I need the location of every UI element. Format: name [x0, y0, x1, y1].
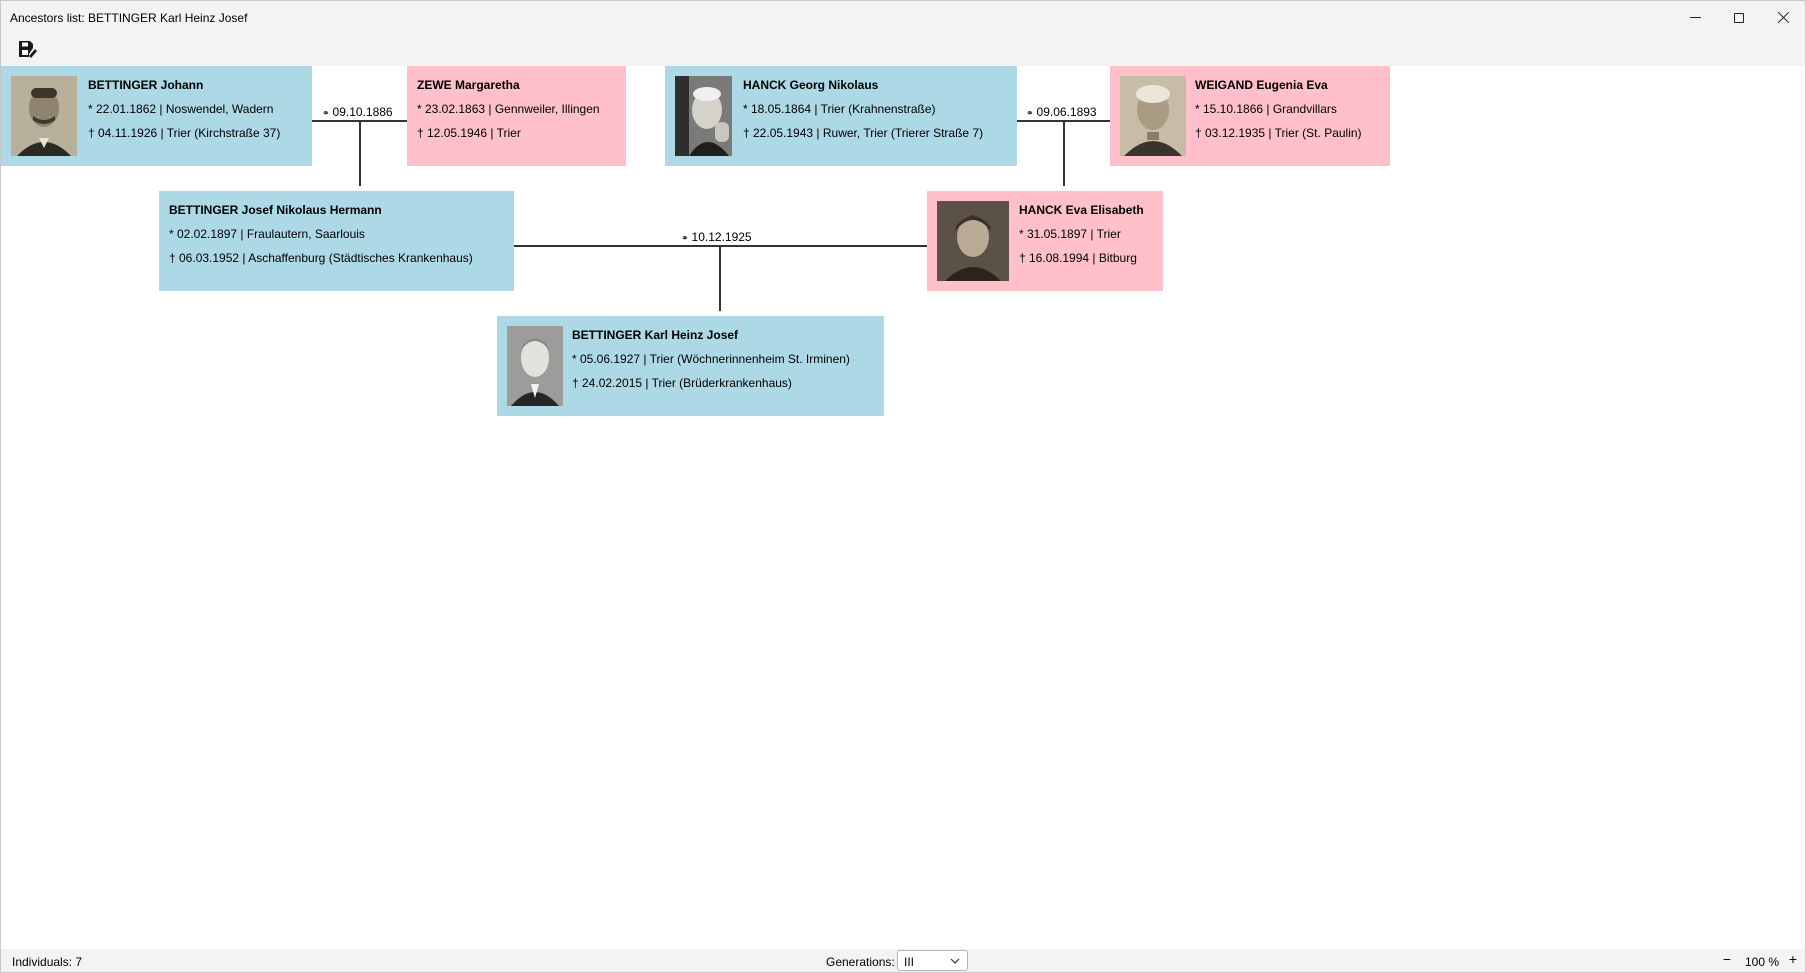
marriage-icon: ⚭ — [1026, 108, 1034, 118]
person-birth: * 22.01.1862 | Noswendel, Wadern — [88, 102, 274, 116]
status-bar: Individuals: 7 Generations: III − 100 % … — [0, 949, 1806, 973]
person-name: WEIGAND Eugenia Eva — [1195, 78, 1328, 92]
person-photo — [937, 201, 1009, 281]
minimize-icon — [1689, 17, 1701, 18]
person-death: † 16.08.1994 | Bitburg — [1019, 251, 1137, 265]
marriage-icon: ⚭ — [322, 108, 330, 118]
person-death: † 22.05.1943 | Ruwer, Trier (Trierer Str… — [743, 126, 984, 140]
descent-line — [1063, 120, 1065, 186]
person-name: BETTINGER Johann — [88, 78, 204, 92]
marriage-date: ⚭10.12.1925 — [681, 230, 752, 245]
person-death: † 04.11.1926 | Trier (Kirchstraße 37) — [88, 126, 281, 140]
individuals-count: Individuals: 7 — [12, 955, 83, 969]
window-title: Ancestors list: BETTINGER Karl Heinz Jos… — [10, 11, 248, 25]
person-name: ZEWE Margaretha — [417, 78, 520, 92]
chevron-down-icon — [950, 958, 960, 964]
title-bar: Ancestors list: BETTINGER Karl Heinz Jos… — [0, 0, 1806, 33]
person-name: HANCK Georg Nikolaus — [743, 78, 879, 92]
maximize-icon — [1734, 12, 1744, 23]
person-death: † 12.05.1946 | Trier — [417, 126, 521, 140]
person-card[interactable]: HANCK Eva Elisabeth * 31.05.1897 | Trier… — [927, 191, 1163, 291]
toolbar — [0, 33, 1806, 66]
maximize-button[interactable] — [1717, 1, 1761, 34]
person-birth: * 15.10.1866 | Grandvillars — [1195, 102, 1337, 116]
descent-line — [719, 245, 721, 311]
person-card[interactable]: BETTINGER Josef Nikolaus Hermann * 02.02… — [159, 191, 514, 291]
person-birth: * 18.05.1864 | Trier (Krahnenstraße) — [743, 102, 936, 116]
person-photo — [1120, 76, 1186, 156]
marriage-icon: ⚭ — [681, 233, 689, 243]
person-card[interactable]: BETTINGER Karl Heinz Josef * 05.06.1927 … — [497, 316, 884, 416]
close-icon — [1777, 11, 1790, 24]
zoom-out-button[interactable]: − — [1722, 951, 1732, 967]
person-photo — [507, 326, 563, 406]
generations-select[interactable]: III — [897, 950, 968, 971]
close-button[interactable] — [1761, 1, 1805, 34]
marriage-date: ⚭09.10.1886 — [322, 105, 393, 120]
marriage-date: ⚭09.06.1893 — [1026, 105, 1097, 120]
person-card[interactable]: HANCK Georg Nikolaus * 18.05.1864 | Trie… — [665, 66, 1017, 166]
person-card[interactable]: WEIGAND Eugenia Eva * 15.10.1866 | Grand… — [1110, 66, 1390, 166]
person-name: HANCK Eva Elisabeth — [1019, 203, 1144, 217]
descent-line — [359, 120, 361, 186]
person-birth: * 31.05.1897 | Trier — [1019, 227, 1121, 241]
generations-value: III — [904, 955, 915, 969]
pedigree-canvas: ⚭09.10.1886 ⚭09.06.1893 ⚭10.12.1925 BETT… — [0, 66, 1806, 949]
person-card[interactable]: ZEWE Margaretha * 23.02.1863 | Gennweile… — [407, 66, 626, 166]
person-photo — [11, 76, 77, 156]
zoom-in-button[interactable]: + — [1788, 951, 1798, 967]
person-birth: * 23.02.1863 | Gennweiler, Illingen — [417, 102, 600, 116]
person-photo — [675, 76, 732, 156]
person-birth: * 02.02.1897 | Fraulautern, Saarlouis — [169, 227, 365, 241]
generations-label: Generations: — [826, 955, 895, 969]
person-name: BETTINGER Josef Nikolaus Hermann — [169, 203, 382, 217]
person-death: † 03.12.1935 | Trier (St. Paulin) — [1195, 126, 1362, 140]
save-button[interactable] — [14, 36, 42, 62]
person-death: † 06.03.1952 | Aschaffenburg (Städtische… — [169, 251, 473, 265]
save-icon — [19, 41, 37, 58]
person-birth: * 05.06.1927 | Trier (Wöchnerinnenheim S… — [572, 352, 850, 366]
person-card[interactable]: BETTINGER Johann * 22.01.1862 | Noswende… — [1, 66, 312, 166]
person-name: BETTINGER Karl Heinz Josef — [572, 328, 739, 342]
person-death: † 24.02.2015 | Trier (Brüderkrankenhaus) — [572, 376, 792, 390]
zoom-level: 100 % — [1745, 955, 1780, 969]
minimize-button[interactable] — [1673, 1, 1717, 34]
